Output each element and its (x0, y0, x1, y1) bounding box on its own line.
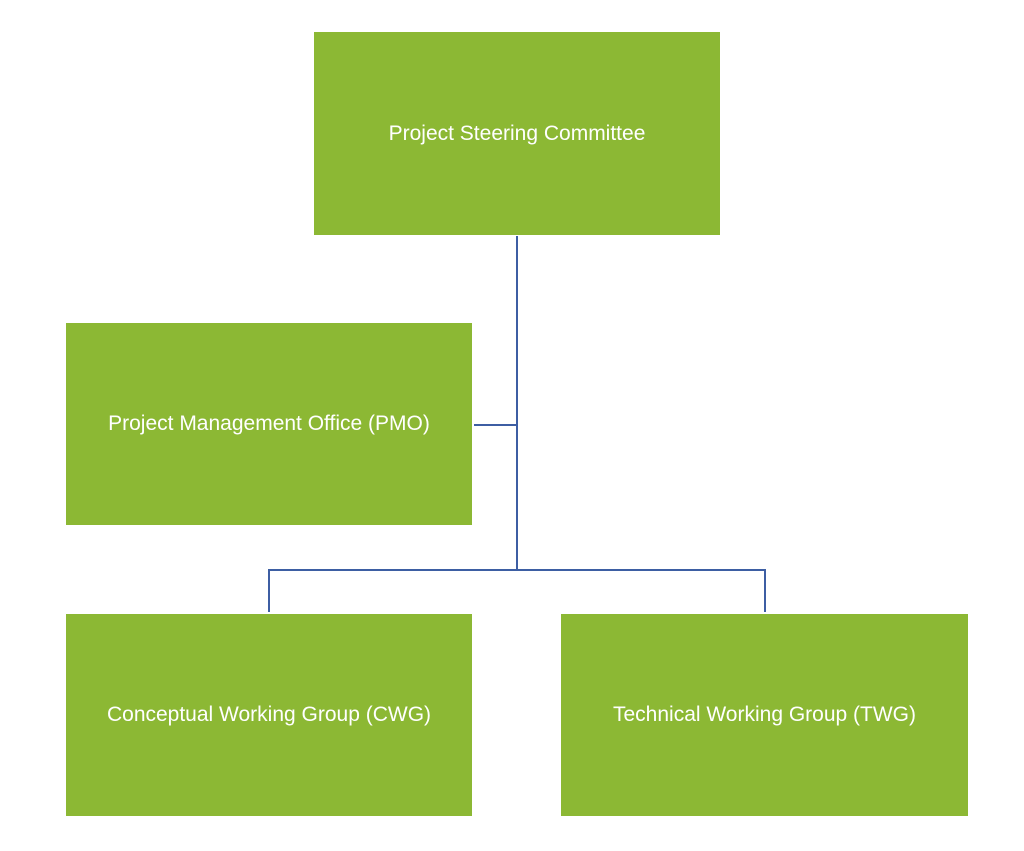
node-label-pmo: Project Management Office (PMO) (108, 412, 430, 435)
node-label-cwg: Conceptual Working Group (CWG) (106, 703, 432, 726)
node-technical-working-group: Technical Working Group (TWG) (561, 614, 968, 816)
node-label-steering-committee: Project Steering Committee (388, 121, 646, 145)
node-conceptual-working-group: Conceptual Working Group (CWG) (66, 614, 472, 816)
node-project-steering-committee: Project Steering Committee (314, 32, 720, 235)
node-project-management-office: Project Management Office (PMO) (66, 323, 472, 525)
node-label-twg: Technical Working Group (TWG) (612, 703, 917, 726)
